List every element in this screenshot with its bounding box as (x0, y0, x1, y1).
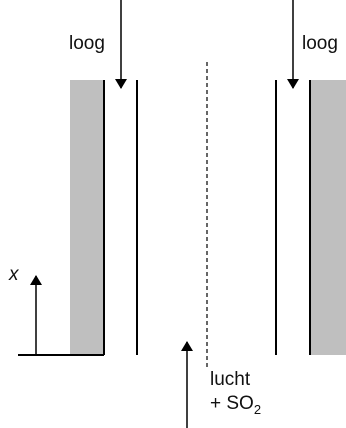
gas-label-subscript: 2 (253, 402, 262, 417)
axis-label-x: x (9, 264, 19, 285)
liquid-label-right: loog (302, 33, 338, 54)
gas-label-line1: lucht (210, 369, 251, 390)
gas-label-line2: + SO2 (210, 393, 261, 416)
liquid-label-left: loog (69, 33, 105, 54)
gas-label-formula: + SO (210, 393, 254, 414)
right-wall (310, 80, 346, 355)
left-wall (70, 80, 104, 355)
